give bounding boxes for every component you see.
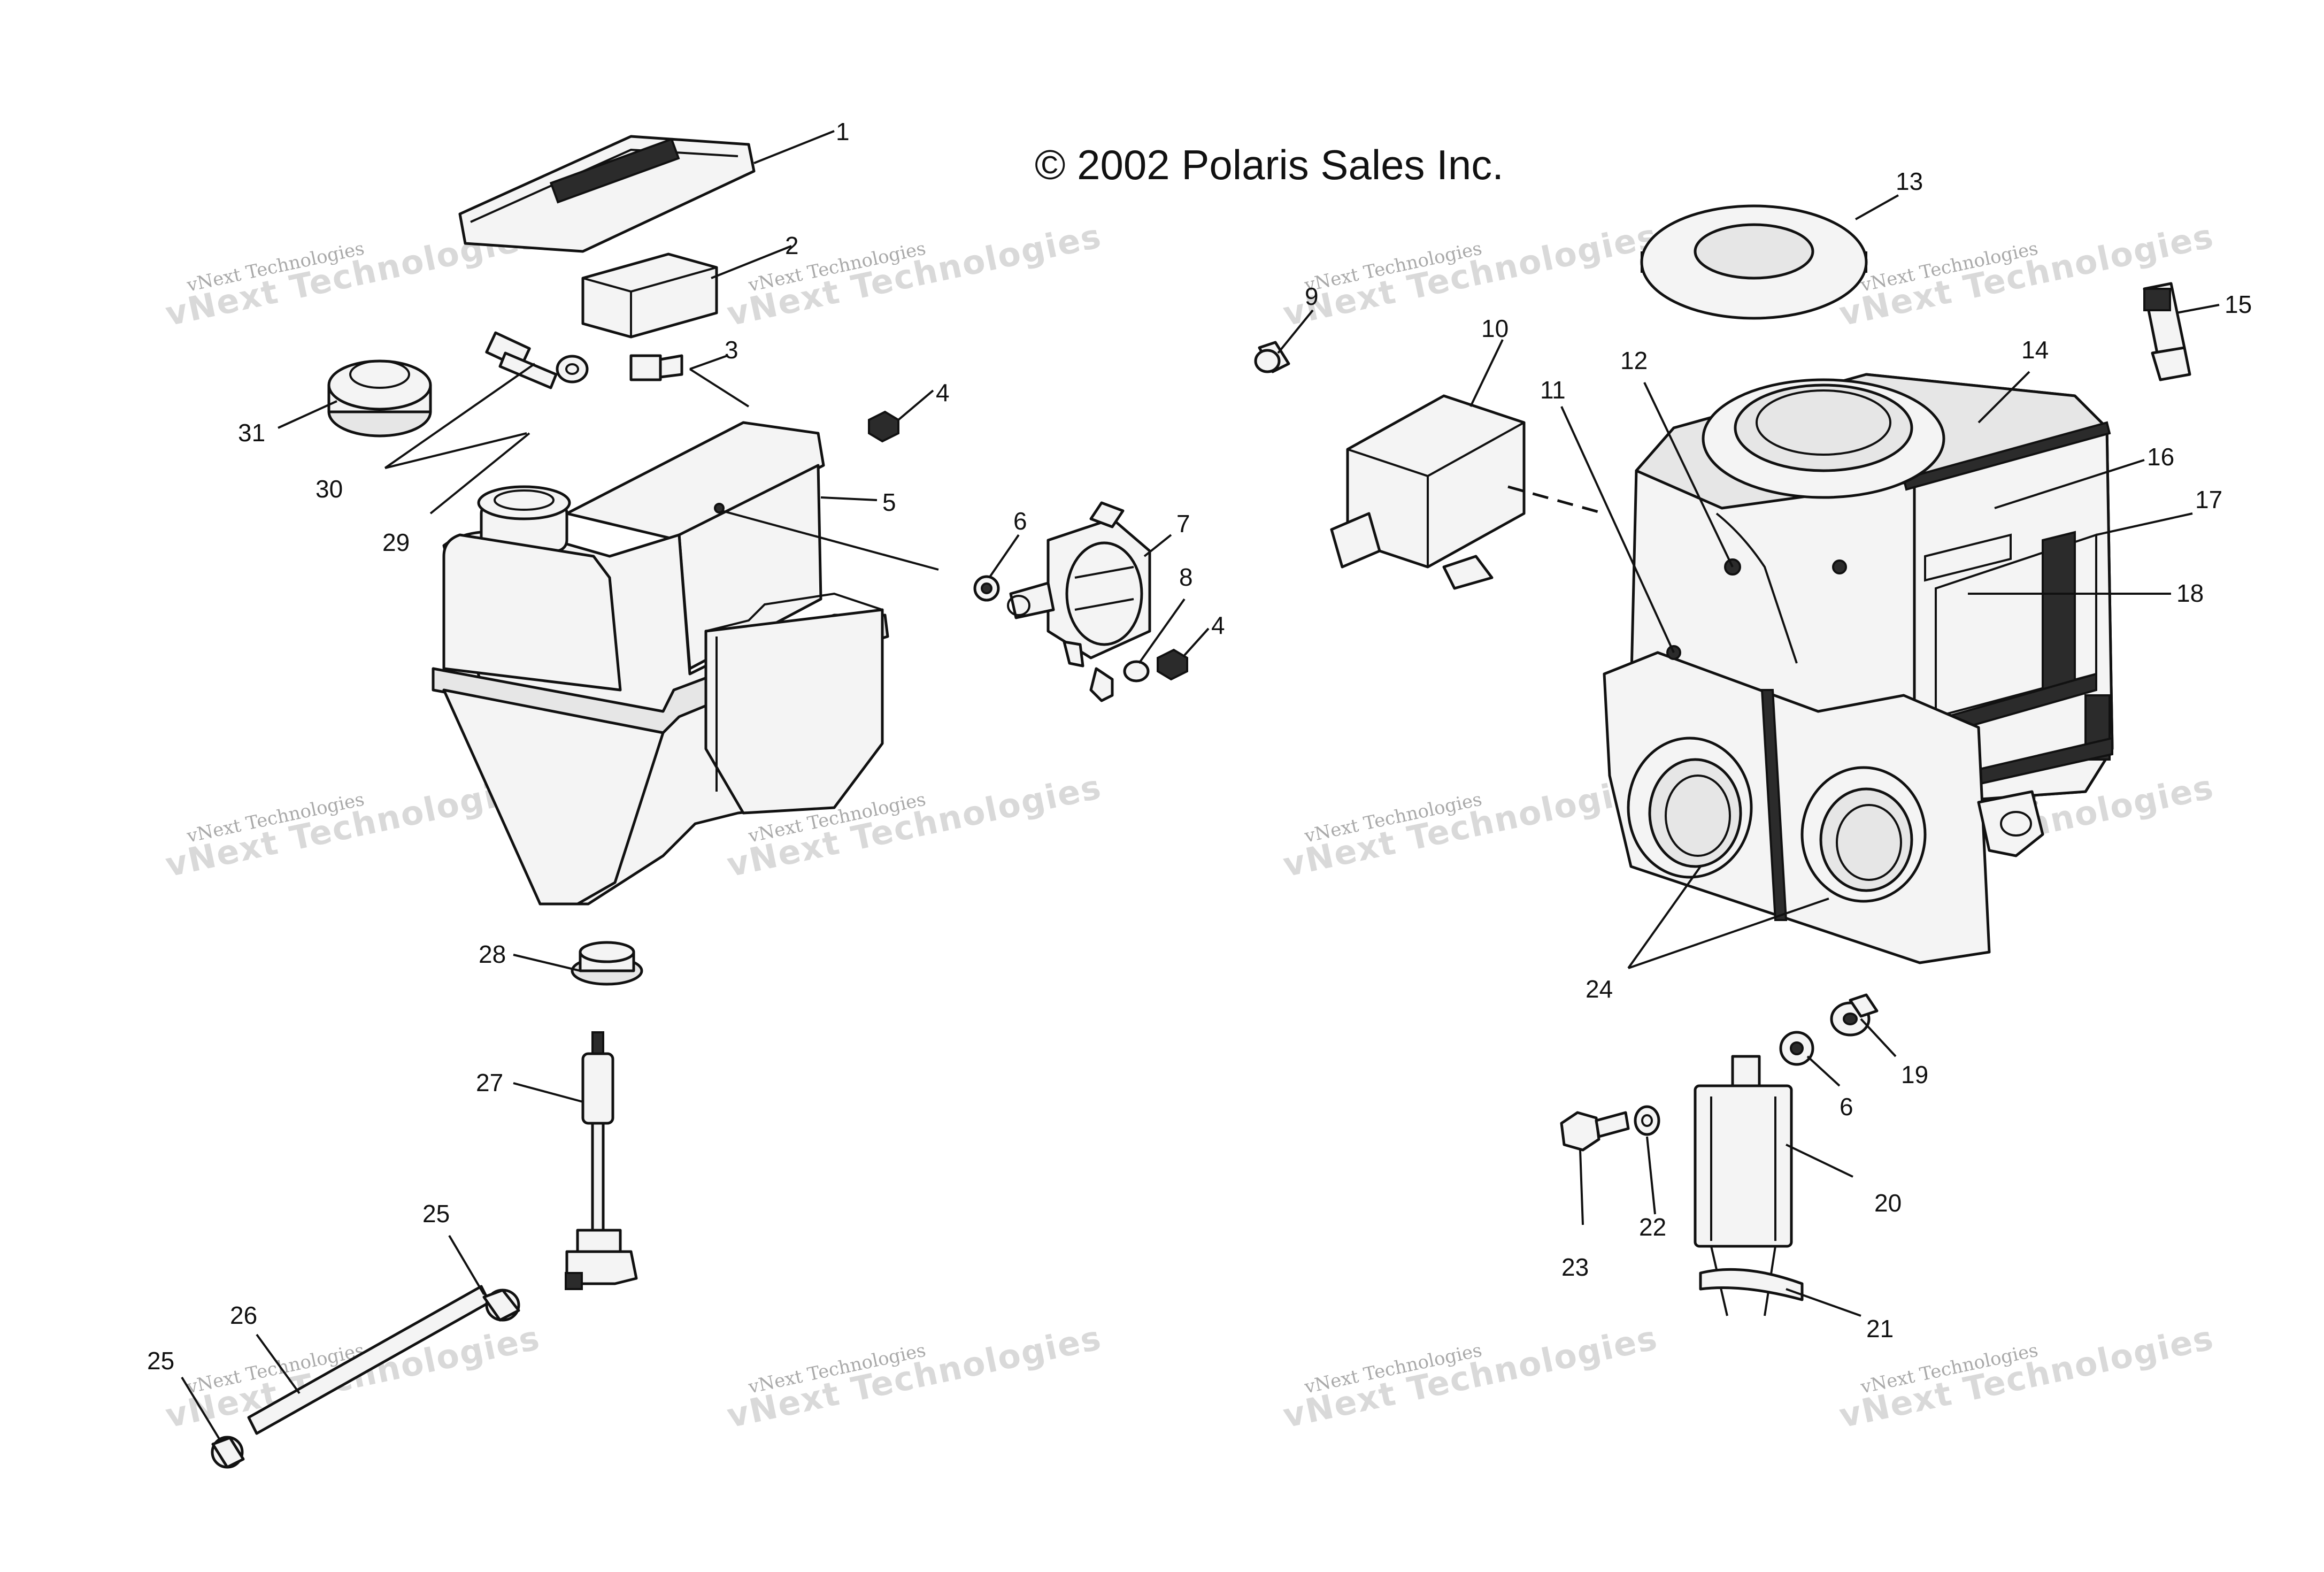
callout-6-right: 6: [1840, 1093, 1853, 1121]
part-31-filler-cap: [327, 359, 432, 438]
callout-20: 20: [1874, 1189, 1902, 1217]
watermark-2: vNext Technologies vNext Technologies: [724, 216, 1105, 334]
callout-22: 22: [1639, 1213, 1666, 1241]
callout-26: 26: [230, 1301, 257, 1329]
airbox-assembly: [1603, 373, 2114, 964]
callout-12: 12: [1620, 347, 1648, 374]
part-27-sensor: [565, 1031, 638, 1290]
part-8-fitting: [1089, 660, 1150, 702]
callout-4-lower: 4: [1211, 611, 1225, 639]
part-22-washer: [1634, 1105, 1660, 1136]
callout-11: 11: [1540, 376, 1566, 404]
callout-1: 1: [836, 118, 850, 145]
callout-25-left: 25: [147, 1347, 174, 1375]
watermark-3: vNext Technologies vNext Technologies: [1280, 216, 1661, 334]
callout-30: 30: [315, 475, 343, 503]
part-29-washer: [556, 355, 589, 384]
callout-13: 13: [1896, 167, 1923, 195]
callout-5: 5: [882, 488, 896, 516]
callout-23: 23: [1561, 1253, 1589, 1281]
callout-25-right: 25: [422, 1200, 450, 1228]
part-10-cdi-box: [1330, 394, 1605, 590]
callout-24: 24: [1586, 975, 1613, 1003]
part-15-clip: [2143, 282, 2191, 381]
part-21-strap: [1699, 1246, 1804, 1316]
part-4-nut: [868, 410, 899, 443]
callout-4: 4: [936, 379, 950, 407]
part-30-bolt: [485, 331, 558, 389]
watermark-7: vNext Technologies vNext Technologies: [1280, 767, 1661, 885]
callout-19: 19: [1901, 1061, 1928, 1088]
part-3-bolt: [629, 354, 683, 381]
callout-6: 6: [1013, 507, 1027, 535]
callout-14: 14: [2021, 336, 2049, 364]
part-20-bracket: [1694, 1055, 1793, 1248]
callout-29: 29: [382, 528, 410, 556]
part-19-nut: [1830, 993, 1879, 1037]
part-25-clamp-right: [482, 1289, 520, 1322]
callout-17: 17: [2195, 486, 2222, 513]
part-2-pad: [581, 252, 718, 339]
part-6-washer-right: [1779, 1031, 1814, 1066]
part-7-fuel-pump: [1007, 501, 1151, 668]
part-9-rivet: [1254, 341, 1290, 373]
callout-7: 7: [1176, 510, 1190, 538]
part-6-washer: [973, 575, 1000, 602]
callout-28: 28: [479, 940, 506, 968]
callout-18: 18: [2176, 579, 2204, 607]
part-25-clamp-left: [211, 1436, 245, 1469]
callout-8: 8: [1179, 563, 1193, 591]
part-28-grommet: [571, 941, 643, 986]
callout-27: 27: [476, 1069, 503, 1096]
callout-21: 21: [1866, 1315, 1894, 1343]
watermark-10: vNext Technologies vNext Technologies: [724, 1318, 1105, 1436]
watermark-11: vNext Technologies vNext Technologies: [1280, 1318, 1661, 1436]
callout-10: 10: [1481, 315, 1509, 342]
callout-16: 16: [2147, 443, 2174, 471]
part-1-cover: [458, 135, 756, 253]
part-5-oil-tank: [432, 421, 889, 906]
part-4-nut-lower: [1157, 648, 1188, 681]
part-13-ring: [1640, 204, 1868, 320]
callout-2: 2: [785, 232, 799, 259]
callout-31: 31: [238, 419, 265, 447]
callout-3: 3: [725, 336, 738, 364]
part-23-bolt: [1560, 1111, 1630, 1152]
leader-lines: [181, 130, 2220, 1440]
callout-labels: 1 2 3 4 5 6 7 8 4 9 10 11 12 13 14 15 16…: [147, 118, 2252, 1375]
callout-15: 15: [2225, 290, 2252, 318]
copyright-title: © 2002 Polaris Sales Inc.: [1035, 141, 1504, 188]
callout-9: 9: [1305, 282, 1319, 310]
